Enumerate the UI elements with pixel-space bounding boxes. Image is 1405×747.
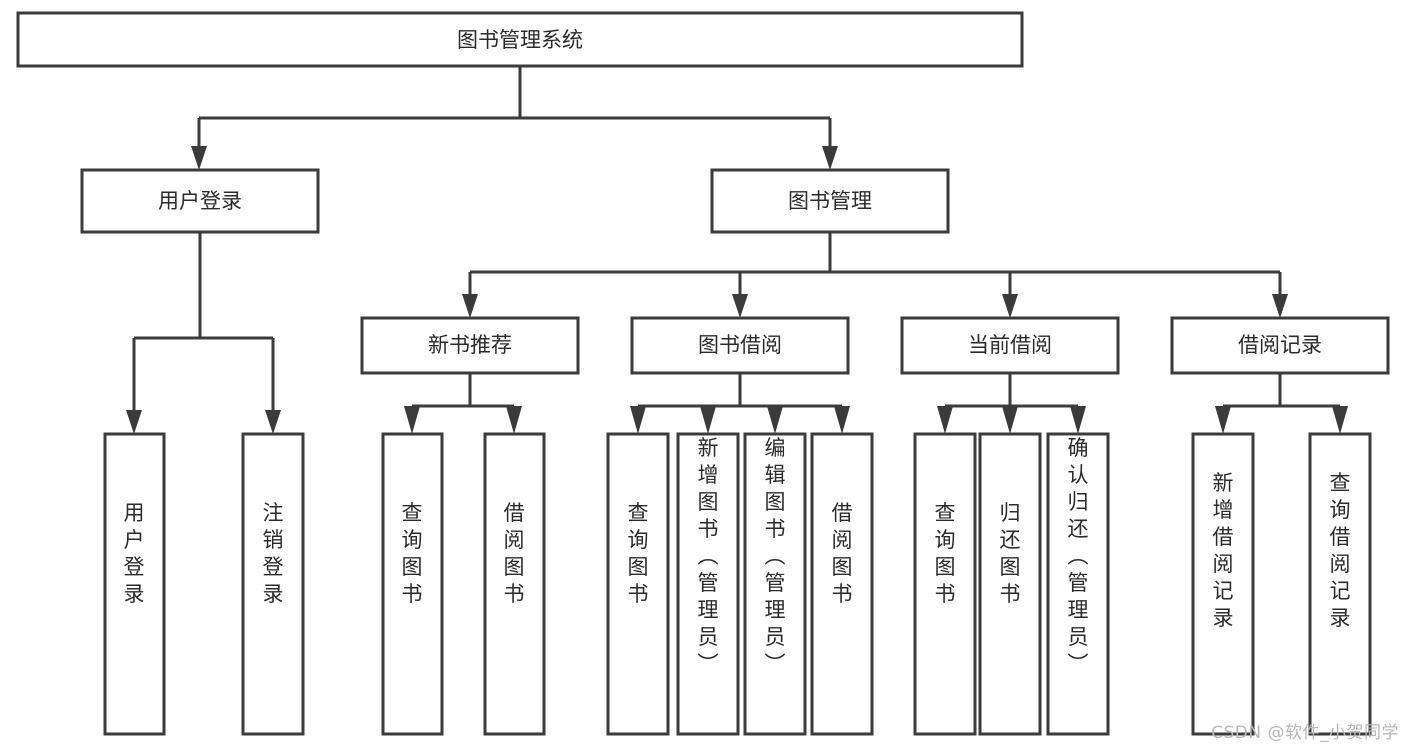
leaf-borrow-book-2-label: 借阅图书: [832, 501, 853, 606]
arrowhead-leaf-query-book-3: [937, 406, 953, 434]
arrowhead-leaf-confirm-return: [1070, 406, 1086, 434]
node-book-borrow-box[interactable]: [630, 316, 850, 375]
leaf-query-book-1-label: 查询图书: [402, 501, 423, 606]
arrowhead-book-borrow: [732, 294, 748, 318]
node-user-login-label: 用户登录: [158, 189, 242, 213]
arrowhead-leaf-user-login: [126, 410, 142, 434]
leaf-query-book-3-label: 查询图书: [935, 501, 956, 606]
leaf-group-current-borrow: 查询图书 归还图书 确认归还︵管理员︶: [913, 432, 1110, 736]
arrowhead-leaf-edit-book: [767, 406, 783, 434]
leaf-borrow-book-1-box[interactable]: [483, 432, 546, 736]
node-root-box[interactable]: [16, 11, 1024, 68]
leaf-confirm-return-box[interactable]: [1046, 432, 1110, 736]
node-book-borrow-label: 图书借阅: [698, 333, 782, 357]
leaf-query-record-label: 查询借阅记录: [1330, 471, 1351, 630]
node-current-borrow-label: 当前借阅: [968, 333, 1052, 357]
leaf-return-book-label: 归还图书: [1000, 501, 1021, 606]
node-book-manage-label: 图书管理: [788, 189, 872, 213]
leaf-add-record-label: 新增借阅记录: [1213, 471, 1234, 630]
arrowhead-leaf-query-record: [1332, 406, 1348, 434]
leaf-group-new-book-rec: 查询图书 借阅图书: [381, 432, 546, 736]
leaf-edit-book-label: 编辑图书︵管理员︶: [765, 436, 786, 676]
arrowhead-leaf-borrow-book-1: [506, 406, 522, 434]
arrowhead-leaf-query-book-1: [404, 406, 420, 434]
node-current-borrow-box[interactable]: [900, 316, 1120, 375]
leaf-query-book-1-box[interactable]: [381, 432, 444, 736]
leaf-add-record-box[interactable]: [1191, 432, 1255, 736]
leaf-add-book-box[interactable]: [676, 432, 740, 736]
csdn-watermark: CSDN @软件_小贺同学: [1211, 723, 1399, 743]
leaf-query-book-3-box[interactable]: [913, 432, 977, 736]
node-book-manage-box[interactable]: [710, 168, 950, 234]
arrowhead-leaf-add-record: [1215, 406, 1231, 434]
arrowhead-leaf-add-book: [700, 406, 716, 434]
node-borrow-record-label: 借阅记录: [1238, 333, 1322, 357]
arrowhead-leaf-query-book-2: [630, 406, 646, 434]
arrowhead-current-borrow: [1002, 294, 1018, 318]
leaf-query-book-2-label: 查询图书: [628, 501, 649, 606]
arrowhead-leaf-borrow-book-2: [834, 406, 850, 434]
leaf-group-borrow-record: 新增借阅记录 查询借阅记录: [1191, 432, 1372, 736]
arrowhead-borrow-record: [1272, 294, 1288, 318]
leaf-borrow-book-1-label: 借阅图书: [504, 501, 525, 606]
leaf-return-book-box[interactable]: [978, 432, 1042, 736]
leaf-user-login-label: 用户登录: [124, 501, 145, 606]
leaf-borrow-book-2-box[interactable]: [810, 432, 874, 736]
leaf-query-record-box[interactable]: [1308, 432, 1372, 736]
node-new-book-rec-box[interactable]: [360, 316, 580, 375]
node-borrow-record-box[interactable]: [1170, 316, 1390, 375]
leaf-group-book-borrow: 查询图书 新增图书︵管理员︶ 编辑图书︵管理员︶ 借阅图书: [606, 432, 874, 736]
leaf-edit-book-box[interactable]: [743, 432, 807, 736]
arrowhead-new-book-rec: [462, 294, 478, 318]
leaf-logout-login-box[interactable]: [241, 432, 305, 736]
leaf-query-book-2-box[interactable]: [606, 432, 670, 736]
node-root-label: 图书管理系统: [457, 28, 583, 52]
leaf-add-book-label: 新增图书︵管理员︶: [698, 436, 719, 676]
arrowhead-book-manage: [822, 146, 838, 170]
leaf-confirm-return-label: 确认归还︵管理员︶: [1068, 436, 1089, 676]
leaf-group-user-login: 用户登录 注销登录: [103, 432, 305, 736]
arrowhead-leaf-logout-login: [265, 410, 281, 434]
arrowhead-leaf-return-book: [1002, 406, 1018, 434]
leaf-logout-login-label: 注销登录: [263, 501, 284, 606]
leaf-user-login-box[interactable]: [103, 432, 166, 736]
arrowhead-user-login: [191, 146, 207, 170]
node-new-book-rec-label: 新书推荐: [428, 333, 512, 357]
